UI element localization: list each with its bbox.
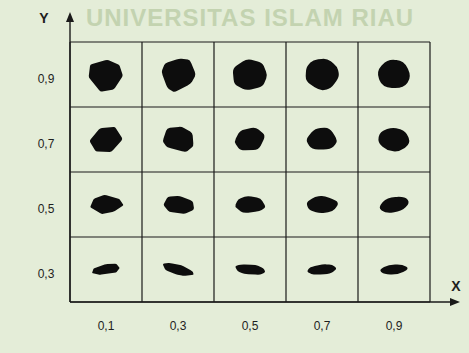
- grain-shape: [90, 127, 122, 152]
- grain-shape: [89, 60, 123, 92]
- grid-line: [70, 171, 430, 172]
- chart-axes: [66, 12, 460, 306]
- grain-shape: [162, 59, 196, 92]
- axis-label: X: [451, 279, 460, 293]
- grain-shape: [235, 128, 264, 151]
- grain-shape: [380, 264, 407, 274]
- roundness-value: 0,3: [170, 320, 187, 332]
- grain-shape: [307, 264, 336, 274]
- sphericity-value: 0,5: [38, 203, 55, 215]
- grid-line: [70, 106, 430, 107]
- grain-shape: [235, 196, 265, 213]
- grain-shape: [235, 264, 265, 274]
- y-axis: [69, 20, 70, 302]
- arrow-head: [450, 298, 460, 306]
- roundness-value: 0,5: [242, 320, 259, 332]
- grain-shape: [92, 264, 119, 275]
- watermark: UNIVERSITAS ISLAM RIAU: [86, 6, 414, 30]
- x-axis: [70, 301, 452, 302]
- grain-shape: [380, 197, 409, 213]
- grid-line: [70, 236, 430, 237]
- grain-shape: [306, 59, 339, 90]
- grain-shape: [90, 195, 123, 214]
- axis-label: Y: [39, 11, 48, 25]
- sphericity-value: 0,7: [38, 138, 55, 150]
- grid-line: [70, 41, 430, 42]
- arrow-head: [66, 12, 74, 22]
- grain-shape: [163, 127, 193, 152]
- grain-shape: [378, 128, 409, 151]
- roundness-value: 0,7: [314, 320, 331, 332]
- grain-shape: [233, 60, 267, 90]
- sphericity-value: 0,3: [38, 268, 55, 280]
- chart-grid: [70, 42, 430, 302]
- grain-shape: [164, 196, 194, 214]
- roundness-value: 0,1: [98, 320, 115, 332]
- sphericity-value: 0,9: [38, 73, 55, 85]
- grain-shapes: [89, 59, 410, 276]
- grain-shape: [307, 128, 337, 150]
- roundness-value: 0,9: [386, 320, 403, 332]
- grain-shape: [307, 196, 338, 213]
- grain-shape: [378, 60, 410, 88]
- grain-shape: [163, 263, 194, 276]
